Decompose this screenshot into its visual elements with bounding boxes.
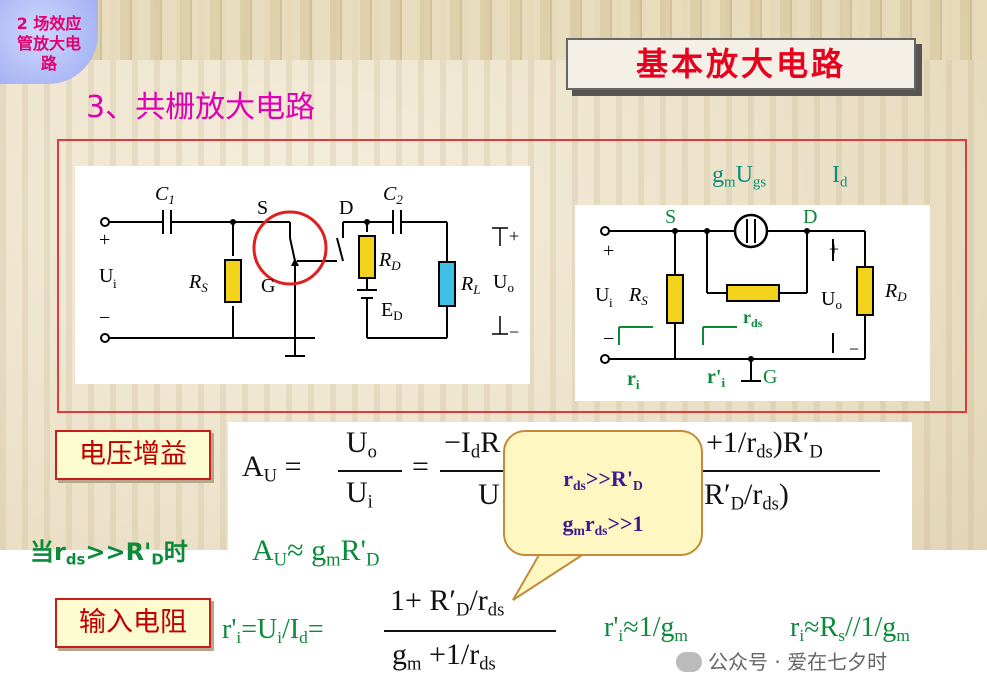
voltage-gain-label: 电压增益 [55, 430, 211, 480]
svg-text:G: G [763, 366, 777, 388]
input-approx-2: ri≈Rs//1/gm [790, 612, 910, 646]
input-resistance-label: 输入电阻 [55, 598, 211, 648]
svg-text:−: − [99, 307, 110, 329]
svg-text:D: D [339, 197, 353, 219]
small-signal-equivalent-circuit: + U i − RS S D G rds + Uo − RD ri r'i [575, 205, 930, 401]
badge-line: 2 场效应 [16, 14, 82, 33]
svg-text:ri: ri [627, 368, 640, 392]
svg-text:Uo: Uo [821, 288, 842, 312]
chapter-badge[interactable]: 2 场效应 管放大电 路 [0, 0, 98, 84]
wechat-icon [676, 652, 702, 672]
watermark: 公众号 · 爱在七夕时 [676, 646, 887, 675]
badge-line: 路 [40, 54, 57, 73]
id-label: Id [832, 162, 848, 191]
svg-text:rds: rds [743, 307, 763, 330]
svg-text:i: i [609, 295, 613, 310]
svg-text:U: U [595, 284, 610, 306]
section-heading: 3、共栅放大电路 [86, 90, 316, 125]
svg-text:RS: RS [628, 284, 648, 308]
svg-text:RD: RD [884, 280, 907, 304]
gain-lhs: AU = [242, 450, 302, 487]
input-resistance-lhs: r'i=Ui/Id= [222, 614, 324, 648]
svg-text:i: i [113, 276, 117, 291]
input-resistance-numerator: 1+ R′D/rds [390, 584, 505, 621]
svg-text:C1: C1 [155, 183, 175, 207]
gain-fraction-denominator: Ui [346, 476, 373, 513]
fraction-bar [384, 630, 556, 632]
gain-fraction-numerator: Uo [346, 426, 377, 463]
fraction-bar [338, 470, 402, 472]
svg-text:−: − [603, 328, 614, 350]
approx-condition: 当rds>>R'D时 [30, 538, 188, 569]
gain-numerator-right: +1/rds)R′D [706, 426, 823, 463]
gm-ugs-label: gmUgs [712, 162, 767, 191]
circuit1-svg: C1 C2 S D G + U i − RS RD ED RL + Uo − [99, 183, 519, 357]
svg-text:C2: C2 [383, 183, 403, 207]
svg-text:r'i: r'i [707, 366, 725, 390]
gain-denominator-right: R′D/rds) [704, 478, 789, 515]
svg-text:RS: RS [188, 271, 208, 295]
input-approx-1: r'i≈1/gm [604, 612, 688, 646]
circuit-frame [57, 139, 967, 413]
gain-eq-sign: = [412, 450, 429, 483]
svg-text:G: G [261, 275, 275, 297]
svg-text:ED: ED [381, 299, 403, 323]
svg-text:Uo: Uo [493, 271, 514, 295]
svg-text:RL: RL [460, 273, 480, 297]
condition-callout: rds>>R'D gmrds>>1 [503, 430, 703, 556]
svg-text:U: U [99, 265, 114, 287]
svg-text:+: + [99, 229, 110, 251]
svg-text:+: + [829, 239, 839, 259]
circuit2-svg: + U i − RS S D G rds + Uo − RD ri r'i [595, 206, 907, 392]
common-gate-circuit: C1 C2 S D G + U i − RS RD ED RL + Uo − [75, 166, 530, 384]
svg-text:−: − [509, 322, 519, 342]
svg-text:S: S [665, 206, 676, 228]
svg-text:D: D [803, 206, 817, 228]
svg-text:−: − [849, 339, 859, 359]
approx-gain: AU≈ gmR'D [252, 534, 380, 571]
slide-title: 基本放大电路 [566, 38, 916, 90]
svg-text:S: S [257, 197, 268, 219]
gain-denominator-left: U [478, 478, 500, 511]
input-resistance-denominator: gm +1/rds [392, 638, 496, 675]
badge-line: 管放大电 [16, 34, 81, 53]
svg-text:+: + [603, 240, 614, 262]
gain-numerator-left: −IdR [444, 426, 501, 463]
svg-text:RD: RD [378, 249, 401, 273]
svg-text:+: + [509, 226, 519, 246]
